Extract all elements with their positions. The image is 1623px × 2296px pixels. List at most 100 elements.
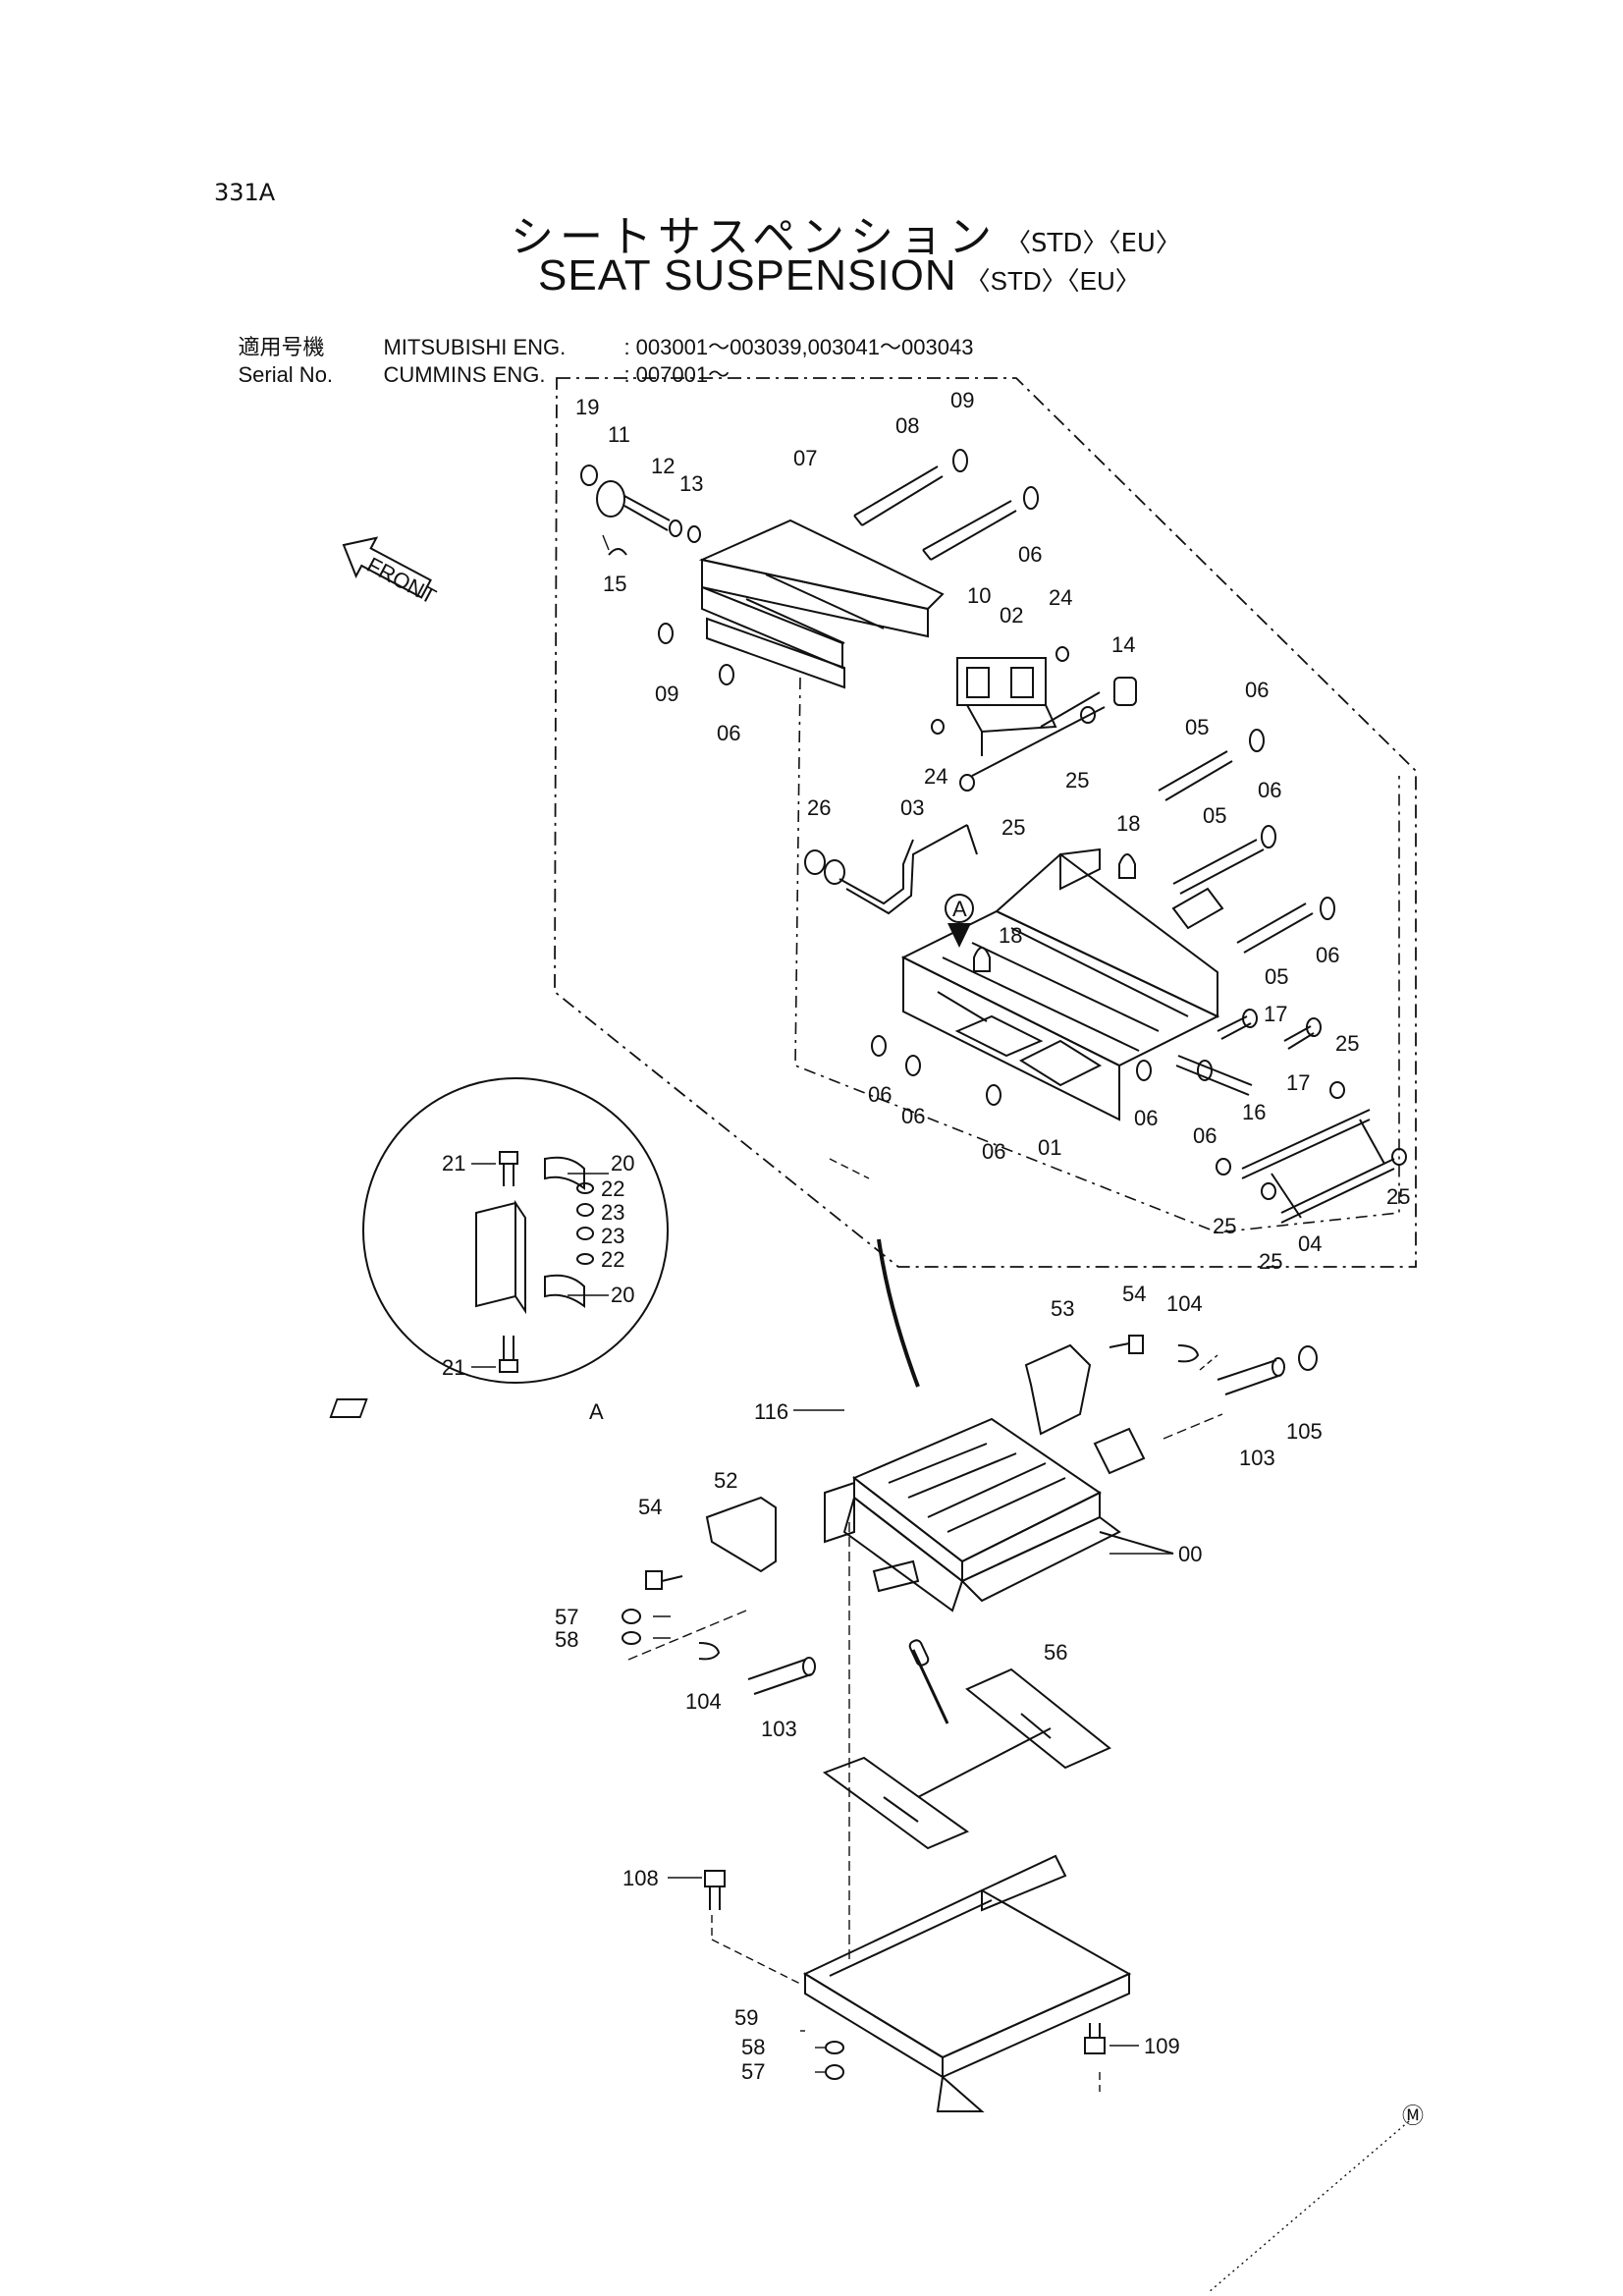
part-03-link	[839, 824, 978, 915]
callout-a-text: A	[952, 897, 967, 921]
callout-23-a: 23	[601, 1200, 624, 1225]
part-57-nut-lower	[825, 2064, 844, 2080]
part-108-bolt	[704, 1870, 726, 1910]
callout-20-top: 20	[611, 1151, 634, 1175]
part-22-washer-b	[576, 1253, 594, 1265]
title-japanese: シートサスペンション〈STD〉〈EU〉	[511, 201, 1181, 264]
callout-10: 10	[967, 583, 991, 608]
inner-dashed-enclosure	[794, 677, 1400, 1233]
title-english-text: SEAT SUSPENSION	[538, 251, 957, 300]
part-18-grease-upper	[1118, 853, 1136, 879]
callout-24-upper: 24	[1049, 585, 1072, 610]
serial-engine-cummins: CUMMINS ENG.	[383, 362, 546, 387]
callout-21-top: 21	[442, 1151, 465, 1175]
callout-25-e: 25	[1259, 1249, 1282, 1274]
part-17-bolt-a	[1217, 1009, 1258, 1040]
callout-02: 02	[1000, 603, 1023, 628]
detail-a-circle	[362, 1077, 669, 1384]
part-25-nut-f	[1391, 1148, 1407, 1166]
callout-09-upper: 09	[950, 388, 974, 412]
title-english: SEAT SUSPENSION〈STD〉〈EU〉	[538, 251, 1141, 301]
part-22-washer-a	[576, 1182, 594, 1194]
part-103-pin-upper	[1217, 1357, 1285, 1395]
part-53-bracket	[1024, 1343, 1092, 1436]
part-12-washer	[669, 519, 682, 537]
part-15-clip	[608, 548, 627, 556]
front-label: FRONT	[363, 552, 441, 609]
part-116-label	[329, 1398, 368, 1418]
callout-01: 01	[1038, 1135, 1061, 1160]
part-56-slide-rail-left	[822, 1727, 1052, 1850]
part-23-nut-b	[576, 1227, 594, 1240]
part-02-damper-block	[956, 657, 1101, 756]
part-06-washer-r3	[1320, 897, 1335, 920]
callout-25-f: 25	[1386, 1184, 1410, 1209]
callout-21-bottom: 21	[442, 1355, 465, 1380]
callout-57-upper: 57	[555, 1605, 578, 1629]
part-56-slide-rail-right	[908, 1639, 1111, 1770]
callout-06-f2: 06	[901, 1104, 925, 1128]
callout-25-a: 25	[1065, 768, 1089, 793]
part-105-washer	[1298, 1345, 1318, 1371]
callout-18-upper: 18	[1116, 811, 1140, 836]
part-58-washer-lower	[825, 2041, 844, 2054]
callout-06-f1: 06	[868, 1082, 892, 1107]
part-104-pin-upper	[1177, 1344, 1200, 1363]
part-rod-connect	[971, 706, 1106, 777]
part-06-washer-f4	[1136, 1060, 1152, 1081]
callout-58-lower: 58	[741, 2035, 765, 2059]
part-06-washer-r1	[1249, 729, 1265, 752]
callout-06-f5: 06	[1193, 1123, 1217, 1148]
callout-23-b: 23	[601, 1224, 624, 1248]
callout-04: 04	[1298, 1231, 1322, 1256]
part-54-bolt-upper	[1109, 1335, 1144, 1354]
title-english-suffix: 〈STD〉〈EU〉	[964, 266, 1141, 296]
connector-swoosh	[877, 1238, 920, 1388]
part-09-washer-upper	[952, 449, 968, 472]
serial-engine-mitsubishi: MITSUBISHI ENG.	[383, 335, 567, 359]
page-header: 331A シートサスペンション〈STD〉〈EU〉 SEAT SUSPENSION…	[0, 0, 1623, 387]
part-13-washer	[687, 525, 701, 543]
callout-18-lower: 18	[999, 923, 1022, 948]
part-20-clamp-top	[544, 1156, 585, 1190]
callout-53: 53	[1051, 1296, 1074, 1321]
callout-17-b: 17	[1286, 1070, 1310, 1095]
callout-20-bottom: 20	[611, 1283, 634, 1307]
part-21-bolt-bottom	[499, 1336, 518, 1373]
callout-14: 14	[1111, 632, 1135, 657]
callout-104-lower: 104	[685, 1689, 722, 1714]
part-frame-plate-left	[706, 617, 845, 689]
upper-assembly-boundary	[554, 377, 1417, 1268]
part-19-ring	[580, 465, 598, 486]
callout-03: 03	[900, 795, 924, 820]
callout-a-marker: A	[945, 894, 974, 948]
callout-104-upper: 104	[1166, 1291, 1203, 1316]
callout-17-a: 17	[1264, 1002, 1287, 1026]
callout-59: 59	[734, 2005, 758, 2030]
callout-108: 108	[622, 1866, 659, 1890]
part-109-bolt	[1084, 2023, 1106, 2054]
front-arrow-icon	[342, 536, 432, 599]
serial-label-en: Serial No.	[238, 362, 334, 387]
part-59-base-plate	[802, 1854, 1132, 2112]
part-00-base-frame	[824, 1417, 1174, 1613]
callout-25-c: 25	[1335, 1031, 1359, 1056]
part-11-knob	[596, 480, 671, 531]
callout-05-a: 05	[1185, 715, 1209, 739]
part-25-nut-a	[1080, 706, 1096, 724]
callout-52: 52	[714, 1468, 737, 1493]
callout-06-r1: 06	[1245, 678, 1269, 702]
callout-58-upper: 58	[555, 1627, 578, 1652]
callout-06-r3: 06	[1316, 943, 1339, 967]
callout-109: 109	[1144, 2034, 1180, 2058]
callout-103-lower: 103	[761, 1717, 797, 1741]
callout-05-c: 05	[1265, 964, 1288, 989]
part-58-washer-upper	[622, 1631, 641, 1645]
part-05-pin-a	[1158, 750, 1233, 801]
callout-54-lower: 54	[638, 1495, 662, 1519]
part-24-nut-lower	[931, 719, 945, 735]
part-21-bolt-top	[499, 1151, 518, 1186]
serial-label-jp: 適用号機	[238, 335, 325, 359]
callout-08: 08	[895, 413, 919, 438]
